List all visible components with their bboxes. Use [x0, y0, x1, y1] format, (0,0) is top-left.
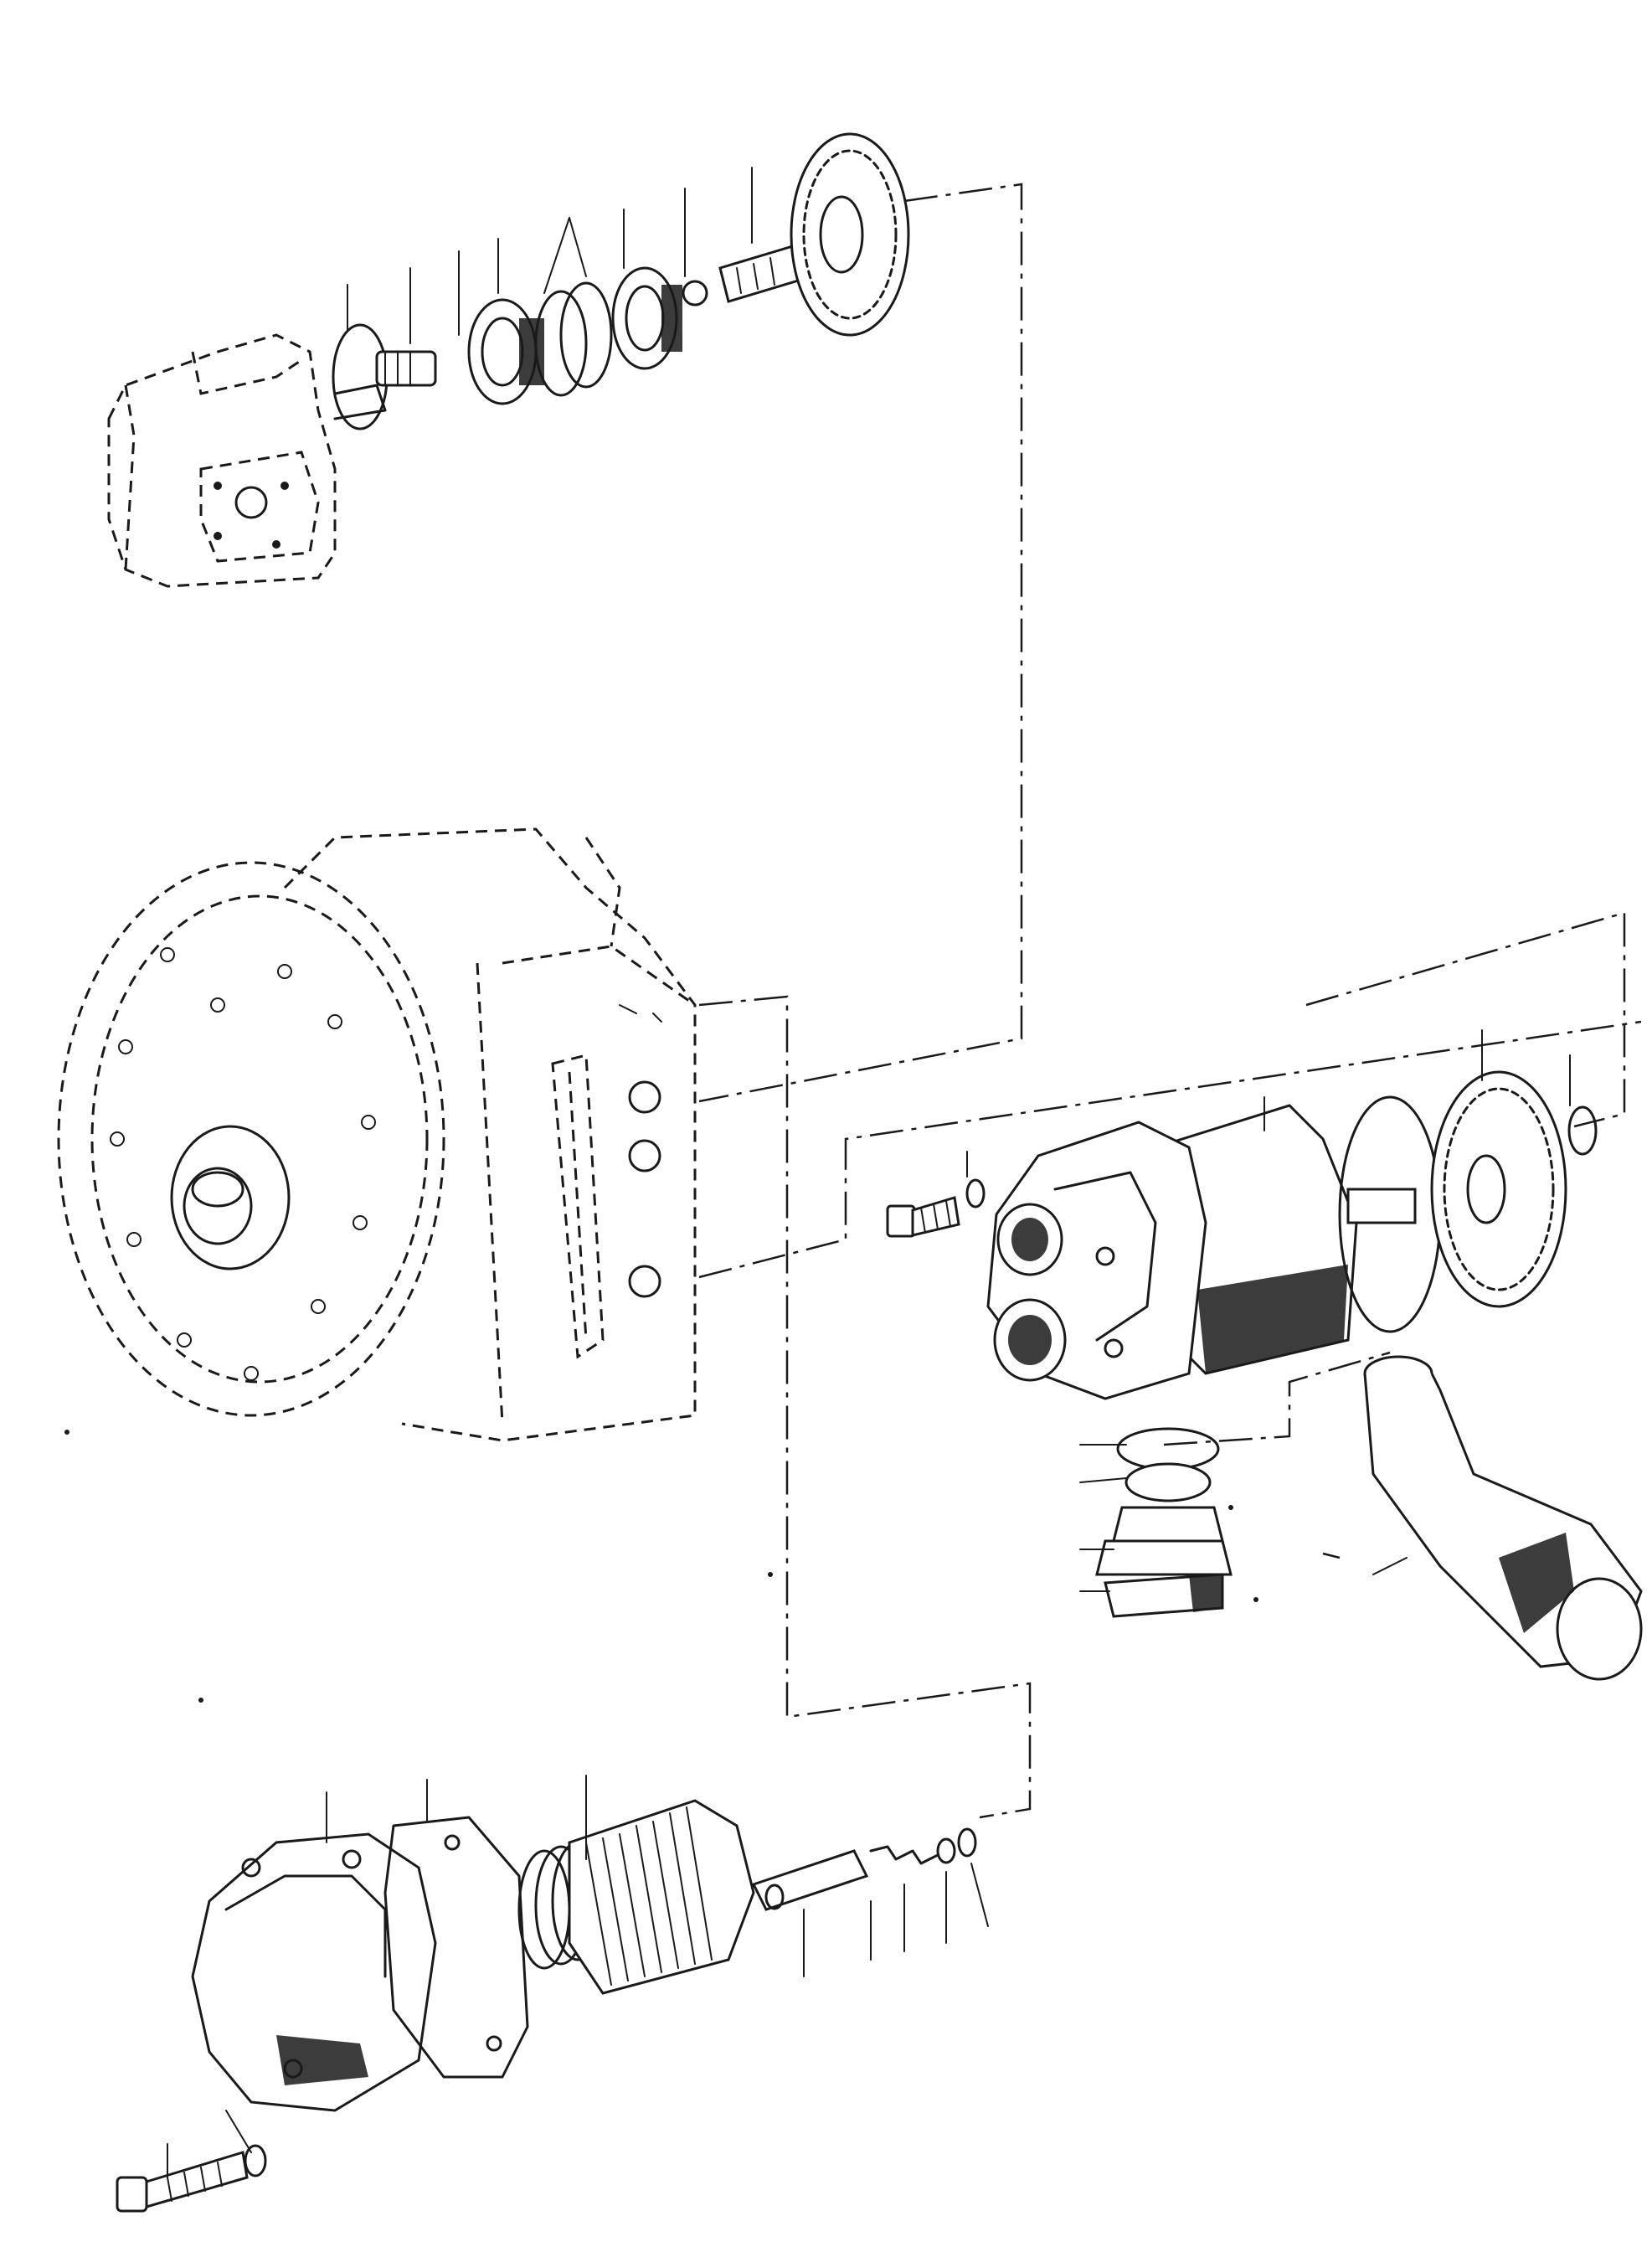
transmission-housing	[57, 827, 697, 1442]
leader-lines-pump	[966, 1029, 1571, 1178]
scan-specks	[64, 1430, 1258, 1703]
pump-drive-housing	[107, 333, 387, 588]
pump-mounting-bolt	[886, 1178, 986, 1238]
drive-spur-gear	[790, 132, 910, 337]
relief-valve-parts	[751, 1827, 977, 1911]
cover-bolt	[116, 2144, 267, 2213]
connection-lines	[698, 183, 1642, 1819]
pump-gear	[1338, 1070, 1598, 1333]
filter-cover	[191, 1832, 437, 2112]
filter-element	[568, 1799, 755, 1995]
drive-gear-shaft-assembly	[332, 241, 814, 430]
leader-lines-top	[347, 167, 753, 344]
leader-lines-nut	[1079, 1444, 1127, 1592]
leader-lines-bottom	[167, 1775, 989, 2178]
hydraulic-pump	[986, 1104, 1417, 1400]
suction-pipe	[1363, 1355, 1643, 1681]
fitting-nut-stack	[1095, 1427, 1233, 1618]
filter-gasket	[383, 1816, 529, 2079]
